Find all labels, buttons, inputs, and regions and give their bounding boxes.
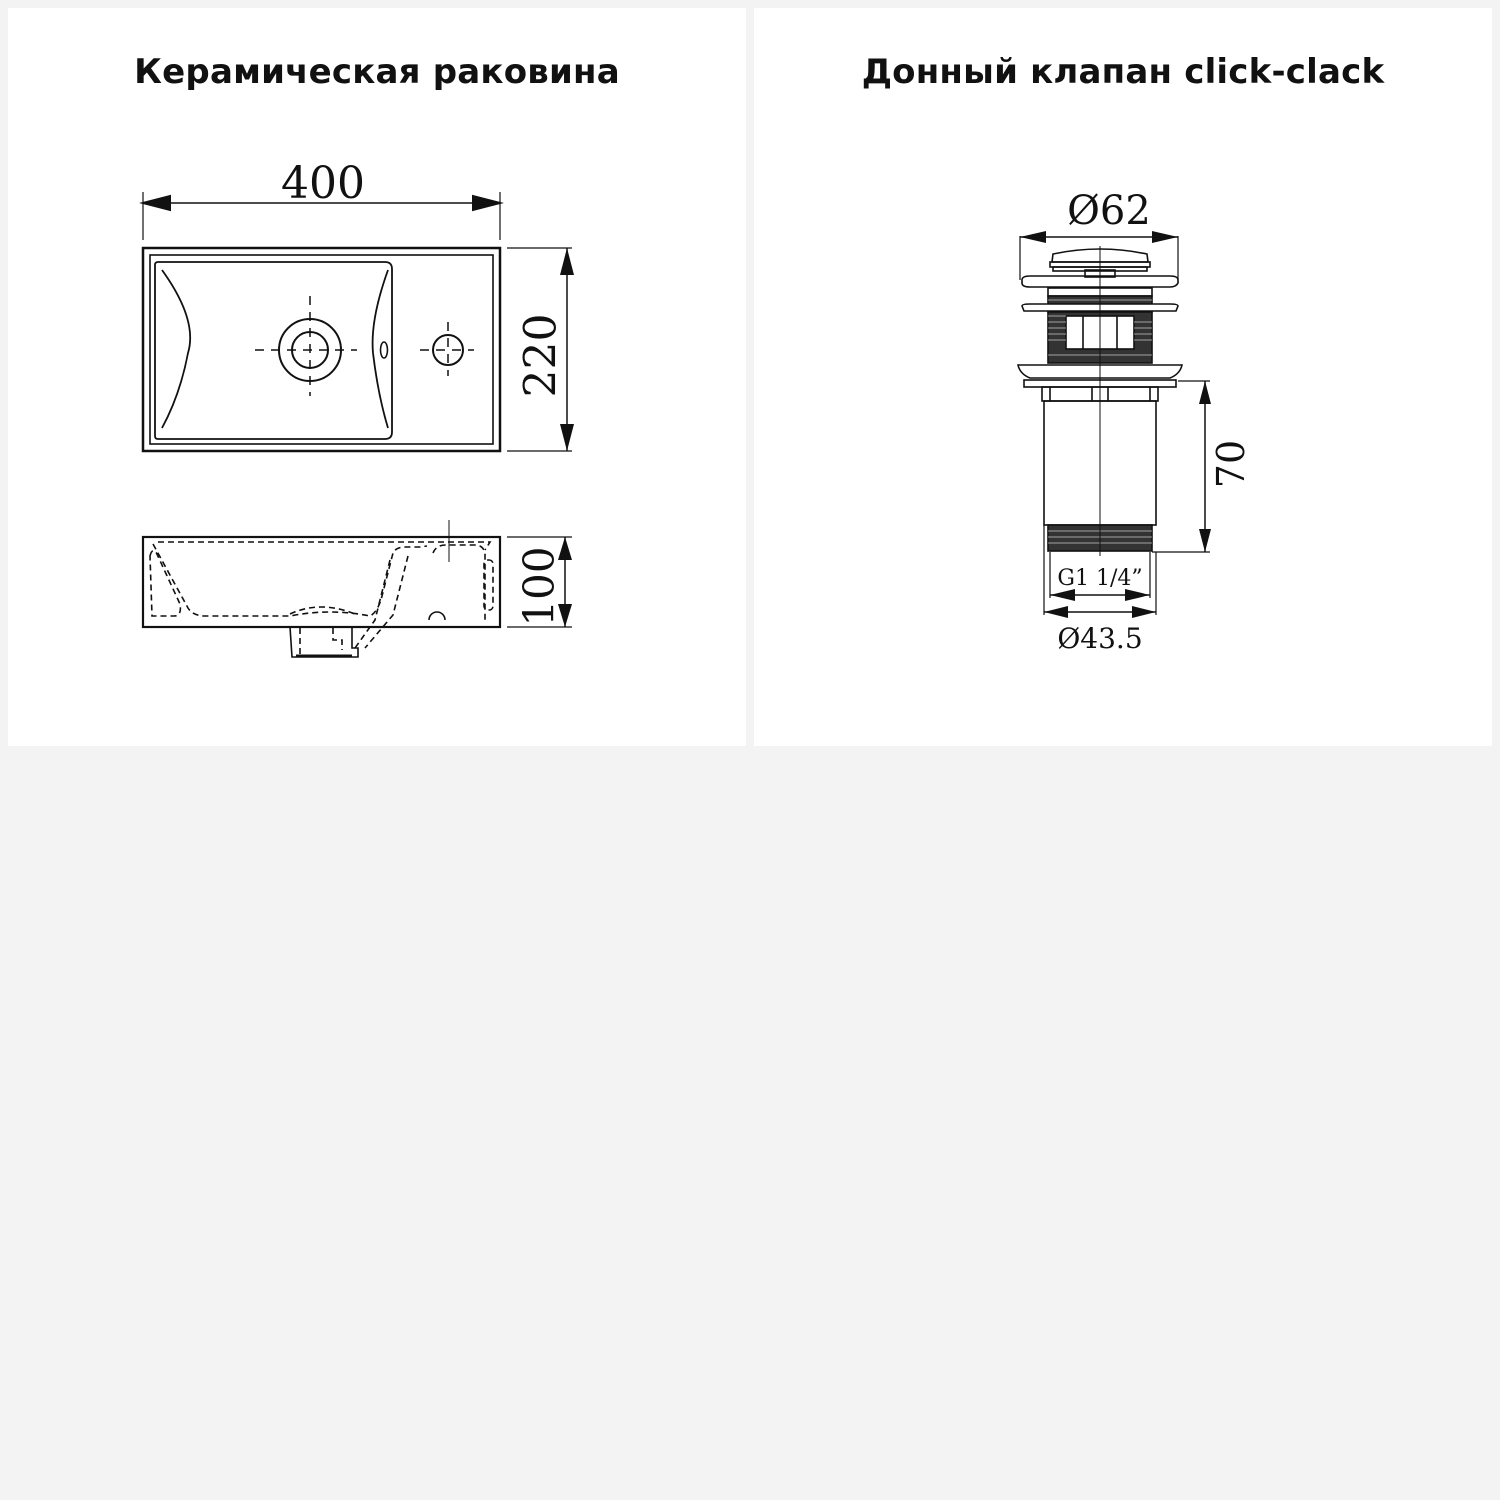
sink-drawing — [139, 192, 574, 658]
sink-width-label: 400 — [281, 158, 365, 209]
sink-title: Керамическая раковина — [134, 52, 620, 92]
valve-cap-diameter-label: Ø62 — [1067, 188, 1151, 234]
valve-panel: Донный клапан click-clack — [754, 8, 1492, 746]
valve-title: Донный клапан click-clack — [861, 52, 1385, 92]
sink-height-label: 100 — [514, 546, 564, 627]
sink-panel: Керамическая раковина — [8, 8, 746, 746]
sink-depth-label: 220 — [515, 313, 567, 398]
valve-length-label: 70 — [1209, 439, 1253, 489]
valve-thread-label: G1 1/4” — [1057, 566, 1143, 591]
valve-thread-diameter-label: Ø43.5 — [1057, 622, 1143, 655]
valve-drawing — [1017, 231, 1211, 618]
